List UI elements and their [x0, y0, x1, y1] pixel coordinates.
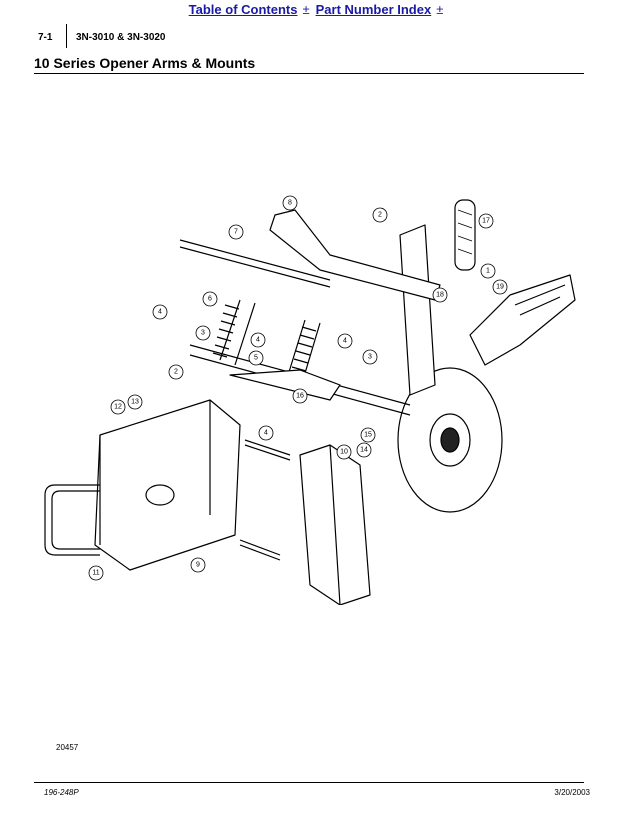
- callout-label: 11: [92, 570, 99, 577]
- plus-minus-icon: ±: [302, 2, 310, 17]
- callout-4-right: [337, 333, 353, 349]
- callout-label: 4: [343, 338, 347, 345]
- callout-label: 5: [254, 355, 258, 362]
- callout-label: 1: [486, 268, 490, 275]
- callout-10: [336, 444, 352, 460]
- document-number: 196-248P: [44, 788, 79, 797]
- table-of-contents-link[interactable]: Table of Contents: [188, 2, 298, 17]
- model-label: 3N-3010 & 3N-3020: [76, 32, 166, 43]
- section-title: 10 Series Opener Arms & Mounts: [34, 55, 256, 71]
- callout-label: 8: [288, 200, 292, 207]
- callout-label: 12: [114, 404, 122, 411]
- callout-19: [492, 279, 508, 295]
- grip-handle: [454, 199, 476, 271]
- callout-8: [282, 195, 298, 211]
- callout-3-right: [362, 349, 378, 365]
- callout-label: 3: [368, 354, 372, 361]
- title-rule: [34, 73, 584, 74]
- callout-9: [190, 557, 206, 573]
- callout-label: 9: [196, 562, 200, 569]
- navigation-bar: Table of Contents ± Part Number Index ±: [0, 2, 638, 17]
- plus-minus-icon: ±: [436, 2, 444, 17]
- callout-4-left: [152, 304, 168, 320]
- callout-label: 13: [131, 399, 139, 406]
- callout-12: [110, 399, 126, 415]
- callout-16: [292, 388, 308, 404]
- callout-label: 19: [496, 284, 504, 291]
- callout-label: 10: [340, 449, 348, 456]
- part-number-index-link[interactable]: Part Number Index: [315, 2, 432, 17]
- callout-label: 3: [201, 330, 205, 337]
- u-bolt: [44, 484, 100, 556]
- callout-13: [127, 394, 143, 410]
- callout-11: [88, 565, 104, 581]
- callout-label: 15: [364, 432, 372, 439]
- callout-label: 17: [482, 218, 490, 225]
- callout-label: 4: [264, 430, 268, 437]
- page-number: 7-1: [38, 32, 53, 43]
- callout-label: 16: [296, 393, 304, 400]
- callout-label: 4: [158, 309, 162, 316]
- callout-7: [228, 224, 244, 240]
- callout-17: [478, 213, 494, 229]
- header-divider: [66, 24, 67, 48]
- mounting-bracket: [94, 399, 241, 571]
- callout-4-mid: [250, 332, 266, 348]
- callout-1: [480, 263, 496, 279]
- callout-14: [356, 442, 372, 458]
- callout-label: 4: [256, 337, 260, 344]
- callout-15: [360, 427, 376, 443]
- callout-label: 18: [436, 292, 444, 299]
- drawing-number: 20457: [56, 743, 79, 752]
- document-date: 3/20/2003: [554, 788, 590, 797]
- footer-rule: [34, 782, 584, 783]
- callout-label: 2: [378, 212, 382, 219]
- callout-5: [248, 350, 264, 366]
- callout-2-left: [168, 364, 184, 380]
- callout-3: [195, 325, 211, 341]
- callout-label: 2: [174, 369, 178, 376]
- callout-18: [432, 287, 448, 303]
- parts-diagram: 8 2 17 7 1 19 18 6 4 3 4 5 4 3 2 16 12 1…: [44, 195, 576, 605]
- callout-2-top: [372, 207, 388, 223]
- callout-4-low: [258, 425, 274, 441]
- callout-label: 14: [360, 447, 368, 454]
- callout-label: 7: [234, 229, 238, 236]
- callout-label: 6: [208, 296, 212, 303]
- callout-6: [202, 291, 218, 307]
